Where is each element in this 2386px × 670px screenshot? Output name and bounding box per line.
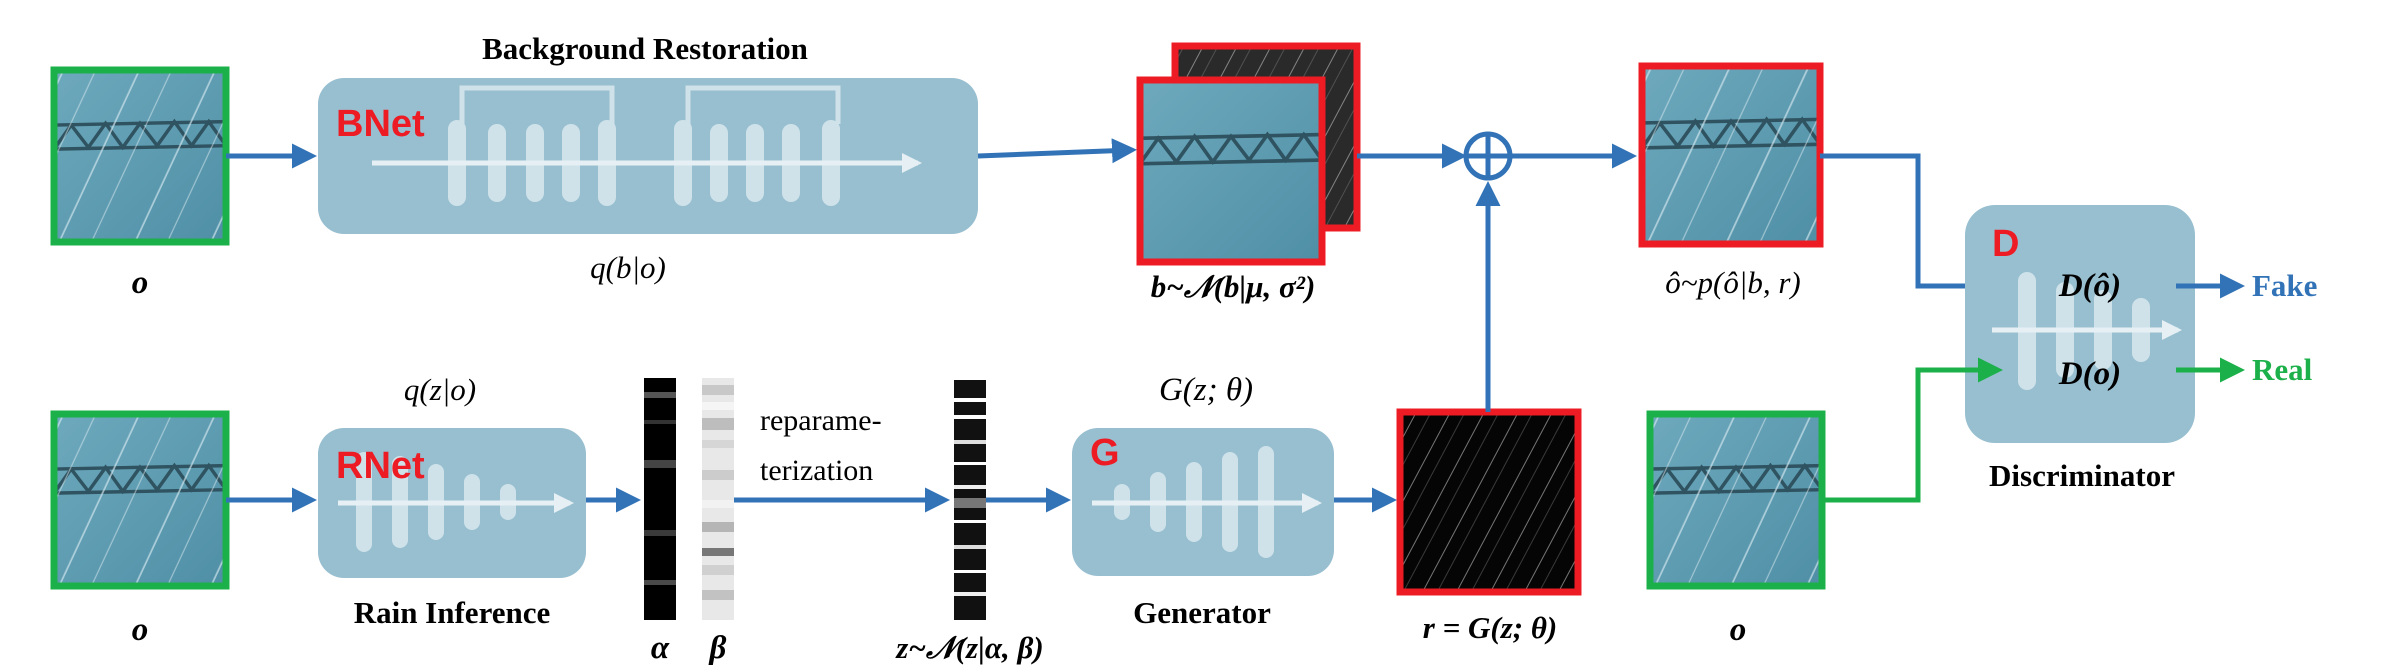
beta-label: β — [708, 630, 727, 666]
generator-formula: G(z; θ) — [1159, 372, 1253, 408]
ohat-caption: ô~p(ô|b, r) — [1665, 265, 1801, 300]
alpha-vector — [644, 378, 676, 620]
generated-rain-layer — [1396, 408, 1582, 596]
sum-operator-icon — [1463, 131, 1513, 181]
synthesized-rainy-image — [1638, 62, 1824, 248]
input-label-bottom: o — [132, 612, 149, 648]
discriminator-caption: Discriminator — [1989, 458, 2175, 493]
rnet-module — [318, 428, 586, 578]
bnet-module — [318, 78, 978, 234]
bnet-name: BNet — [336, 103, 425, 145]
bnet-formula: q(b|o) — [590, 250, 666, 285]
arrow-ohat-to-discriminator — [1820, 153, 2003, 299]
input-label-top: o — [132, 265, 149, 301]
rnet-caption: Rain Inference — [354, 595, 551, 630]
input-label-right: o — [1730, 612, 1747, 648]
generator-name: G — [1090, 432, 1120, 474]
discriminator-input-fake: D(ô) — [2058, 268, 2121, 304]
z-distribution-caption: z~𝒩(z|α, β) — [895, 630, 1044, 665]
b-distribution-caption: b~𝒩(b|μ, σ²) — [1151, 269, 1316, 304]
discriminator-module — [1965, 205, 2195, 443]
background-distribution-images — [1136, 42, 1361, 266]
alpha-label: α — [651, 630, 670, 666]
generator-caption: Generator — [1133, 595, 1271, 630]
input-image-right — [1646, 410, 1826, 590]
generator-module — [1072, 428, 1334, 576]
reparameterization-label-line1: reparame- — [760, 404, 882, 437]
z-vector — [954, 380, 986, 620]
discriminator-name: D — [1992, 223, 2019, 265]
bnet-title: Background Restoration — [482, 31, 808, 66]
beta-vector — [702, 378, 734, 620]
fake-label: Fake — [2252, 268, 2317, 303]
rnet-formula: q(z|o) — [404, 372, 476, 407]
reparameterization-label-line2: terization — [760, 454, 873, 487]
real-label: Real — [2252, 352, 2313, 387]
arrow-real-to-discriminator — [1822, 357, 2003, 503]
discriminator-input-real: D(o) — [2058, 356, 2121, 392]
input-image-bottom — [50, 410, 230, 590]
rnet-name: RNet — [336, 445, 425, 487]
arrow-bnet-to-b — [977, 138, 1137, 164]
input-image-top — [50, 66, 230, 246]
rain-caption: r = G(z; θ) — [1423, 610, 1558, 645]
